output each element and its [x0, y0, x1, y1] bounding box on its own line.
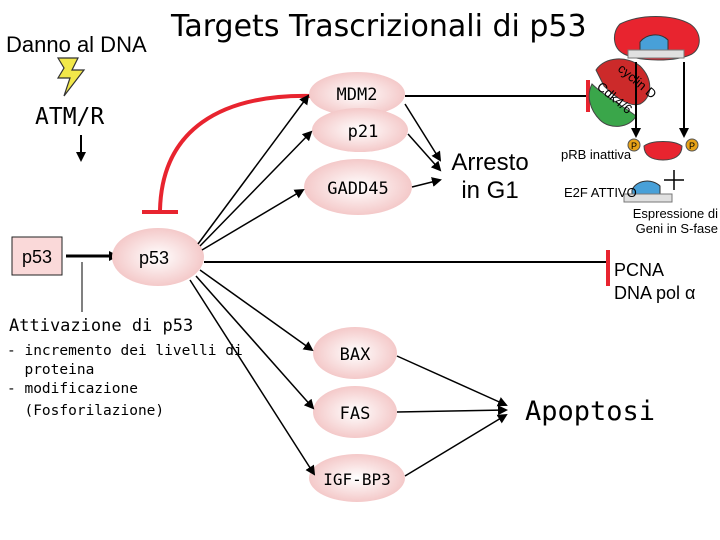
danno-label: Danno al DNA — [6, 32, 147, 57]
gadd45-to-arresto-arrow — [411, 177, 442, 188]
activation-line-2: proteina — [7, 362, 94, 378]
diagram-title: Targets Trascrizionali di p53 — [170, 9, 587, 44]
p21-node — [312, 108, 408, 152]
p21-to-arresto-arrow — [407, 133, 442, 172]
p53-to-p21-arrow — [199, 130, 313, 247]
arresto-label-2: in G1 — [461, 177, 518, 204]
gadd45-label: GADD45 — [327, 179, 388, 199]
fas-label: FAS — [340, 404, 371, 424]
e2f-label: E2F ATTIVO — [564, 185, 637, 200]
bax-label: BAX — [340, 345, 371, 365]
p53-to-fas-arrow — [195, 275, 315, 410]
arresto-label-1: Arresto — [451, 149, 528, 176]
espressione-label-1: Espressione di — [633, 206, 718, 221]
apoptosi-label: Apoptosi — [525, 396, 655, 427]
mdm2-feedback-inhibition — [158, 93, 313, 211]
svg-text:P: P — [689, 141, 695, 151]
pcna-label: PCNA — [614, 260, 664, 280]
igfbp3-to-apoptosi-arrow — [404, 413, 508, 477]
cyclin-cdk-complex: cyclin D Cdk4/6 — [588, 58, 660, 127]
activation-line-1: - incremento dei livelli di — [7, 343, 243, 359]
gadd45-node — [304, 159, 412, 215]
e2f-icon — [623, 170, 684, 203]
p53-to-igfbp3-arrow — [189, 279, 316, 476]
p53-to-bax-arrow — [199, 269, 314, 352]
p53-to-mdm2-arrow — [197, 94, 310, 245]
activation-heading: Attivazione di p53 — [9, 316, 193, 336]
p53-box-label: p53 — [22, 247, 52, 267]
mdm2-to-arresto-arrow — [404, 103, 442, 162]
fas-node — [313, 386, 397, 438]
phosphorylated-rb-icon: P P — [627, 138, 699, 161]
svg-text:P: P — [631, 141, 637, 151]
p53-to-gadd45-arrow — [201, 188, 305, 251]
p53-box — [11, 236, 63, 276]
prb-label: pRB inattiva — [561, 147, 632, 162]
igfbp3-label: IGF-BP3 — [323, 470, 390, 489]
p21-label: p21 — [348, 122, 379, 142]
p53-node-label: p53 — [139, 248, 169, 268]
activation-line-3: - modificazione — [7, 381, 138, 397]
fas-to-apoptosi-arrow — [396, 405, 508, 416]
activation-line-4: (Fosforilazione) — [7, 403, 164, 419]
bax-to-apoptosi-arrow — [396, 355, 508, 407]
dnapol-label: DNA pol α — [614, 283, 695, 303]
rb-e2f-complex-icon — [614, 16, 700, 61]
espressione-label-2: Geni in S-fase — [636, 221, 718, 236]
bax-node — [313, 327, 397, 379]
lightning-icon — [56, 57, 86, 97]
mdm2-label: MDM2 — [337, 85, 378, 105]
igfbp3-node — [309, 454, 405, 502]
p53-node — [112, 228, 204, 286]
mdm2-node — [309, 72, 405, 116]
atm-label: ATM/R — [35, 104, 104, 130]
